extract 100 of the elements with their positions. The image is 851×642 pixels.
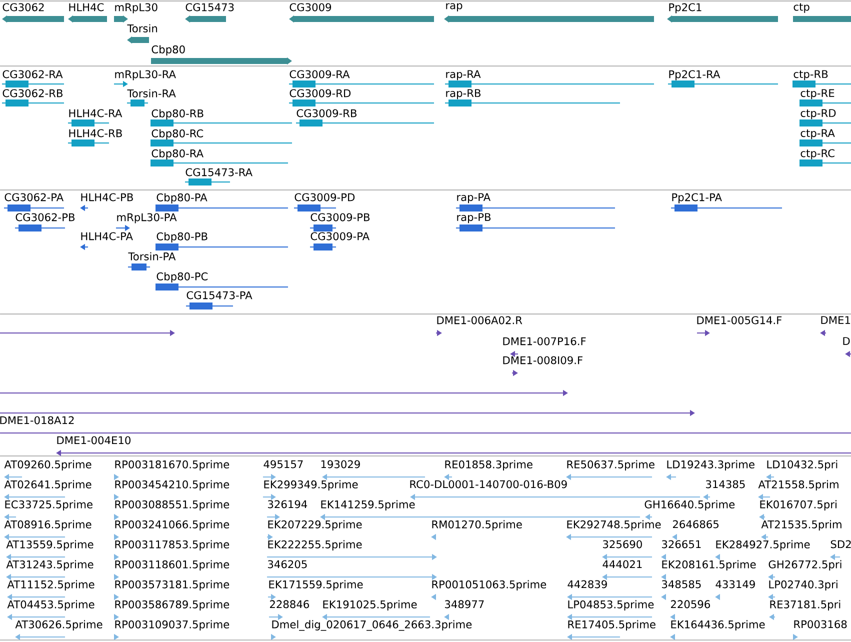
feature-label: mRpL30 — [115, 3, 158, 14]
feature-label: EK164436.5prime — [671, 620, 765, 630]
feature-label: CG3009-PD — [294, 193, 355, 202]
feature-label: HLH4C-PB — [81, 193, 133, 202]
feature-label: ctp-RD — [800, 109, 836, 120]
feature-label: rap-RA — [446, 70, 481, 80]
feature-label: AT21558.5prim — [758, 480, 838, 490]
feature-label: rap — [446, 3, 462, 12]
feature-label: 346205 — [268, 560, 307, 568]
feature-label: DME1-018A12 — [0, 416, 74, 424]
feature-label: 326194 — [268, 500, 308, 508]
feature-label: EC33725.5prime — [5, 500, 92, 510]
feature-label: EK299349.5prime — [264, 480, 358, 490]
feature-label: EK171559.5prime — [269, 580, 363, 590]
feature-label: CG15473 — [186, 3, 234, 12]
feature-label: RP003241066.5prime — [115, 520, 230, 530]
feature-label: CG3062-RB — [2, 89, 62, 98]
feature-label: EK284927.5prime — [716, 540, 810, 550]
feature-label: RE37181.5pri — [770, 600, 840, 610]
feature-label: AT04453.5prime — [7, 600, 94, 610]
feature-label: Cbp80 — [152, 45, 185, 56]
feature-label: ctp-RA — [800, 129, 835, 140]
feature-label: AT09260.5prime — [4, 460, 92, 470]
feature-label: EK191025.5prime — [323, 600, 417, 610]
feature-label: Torsin — [127, 24, 158, 32]
feature-label: Cbp80-RB — [152, 109, 204, 120]
feature-label: DME1 — [821, 316, 850, 324]
feature-label: Torsin-PA — [128, 252, 176, 260]
feature-label: Cbp80-PA — [156, 193, 208, 204]
feature-label: RP003573181.5prime — [115, 580, 230, 590]
feature-label: Cbp80-PC — [156, 272, 208, 282]
feature-label: mRpL30-RA — [115, 70, 176, 80]
feature-label: 442839 — [568, 580, 607, 588]
feature-label: RE17405.5prime — [568, 620, 656, 630]
feature-label: AT21535.5prim — [761, 520, 842, 530]
feature-label: ctp-RB — [794, 70, 828, 80]
feature-label: DME1-004E10 — [57, 436, 130, 444]
feature-label: AT08916.5prime — [4, 520, 92, 530]
feature-label: RP003118601.5prime — [115, 560, 230, 570]
feature-label: CG3062-RA — [2, 70, 63, 78]
feature-label: SD2 — [830, 540, 851, 548]
feature-label: CG3009-RA — [290, 70, 350, 78]
feature-label: Cbp80-RC — [152, 129, 204, 140]
feature-label: CG3009-RD — [290, 89, 351, 98]
feature-label: RP003586789.5prime — [115, 600, 230, 610]
feature-label: EK222255.5prime — [268, 540, 362, 550]
feature-label: CG3009-PB — [310, 213, 370, 222]
feature-label: RP003109037.5prime — [115, 620, 230, 630]
feature-label: Dmel_dig_020617_0646_2663.3prime — [272, 620, 472, 631]
feature-label: 495157 — [264, 460, 303, 468]
feature-label: LD10432.5pri — [767, 460, 838, 470]
feature-label: RC0-DL0001-140700-016-B09 — [410, 480, 567, 488]
feature-label: DME1-005G14.F — [697, 316, 782, 324]
feature-label: LP02740.3pri — [769, 580, 838, 590]
feature-label: HLH4C-PA — [81, 232, 133, 240]
feature-label: 220596 — [671, 600, 710, 608]
feature-label: GH16640.5prime — [644, 500, 735, 510]
feature-label: 433149 — [716, 580, 755, 588]
feature-label: RP001051063.5prime — [432, 580, 546, 590]
feature-label: D — [843, 337, 850, 345]
feature-label: RP003088551.5prime — [115, 500, 230, 510]
feature-label: AT02641.5prime — [4, 480, 92, 490]
feature-label: Cbp80-PB — [156, 232, 208, 242]
feature-label: RP003168 — [794, 620, 847, 628]
feature-label: 2646865 — [672, 520, 718, 528]
feature-label: DME1-006A02.R — [437, 316, 522, 324]
feature-label: 325690 — [603, 540, 642, 548]
feature-label: Pp2C1 — [669, 3, 702, 14]
feature-label: RE01858.3prime — [445, 460, 532, 470]
feature-label: DME1-008I09.F — [503, 356, 582, 364]
feature-label: AT13559.5prime — [6, 540, 94, 550]
feature-label: HLH4C — [69, 3, 104, 12]
feature-label: CG3062 — [2, 3, 44, 12]
feature-label: RP003117853.5prime — [115, 540, 230, 550]
feature-label: EK016707.5pri — [760, 500, 836, 510]
feature-label: rap-RB — [446, 89, 480, 100]
feature-label: RP003181670.5prime — [115, 460, 230, 470]
feature-label: Torsin-RA — [127, 89, 176, 98]
feature-label: 348585 — [662, 580, 701, 588]
feature-label: rap-PA — [457, 193, 490, 204]
feature-label: CG15473-RA — [186, 168, 252, 176]
feature-label: Pp2C1-RA — [669, 70, 720, 80]
feature-label: CG3009-RB — [296, 109, 356, 118]
feature-label: RM01270.5prime — [432, 520, 522, 530]
feature-label: GH26772.5pri — [768, 560, 842, 570]
feature-label: ctp-RE — [800, 89, 834, 100]
feature-label: RE50637.5prime — [567, 460, 654, 470]
feature-label: LP04853.5prime — [568, 600, 654, 610]
feature-label: ctp — [794, 3, 810, 13]
feature-label: LD19243.3prime — [667, 460, 754, 470]
feature-label: HLH4C-RA — [69, 109, 122, 118]
feature-label: AT11152.5prime — [7, 580, 94, 590]
feature-label: EK208161.5prime — [662, 560, 756, 570]
feature-label: CG3009-PA — [310, 232, 370, 240]
feature-label: 193029 — [321, 460, 360, 468]
feature-label: rap-PB — [457, 213, 491, 224]
feature-label: 326651 — [662, 540, 701, 548]
feature-label: Pp2C1-PA — [672, 193, 722, 204]
feature-label: 314385 — [706, 480, 745, 488]
feature-label: EK292748.5prime — [567, 520, 661, 530]
